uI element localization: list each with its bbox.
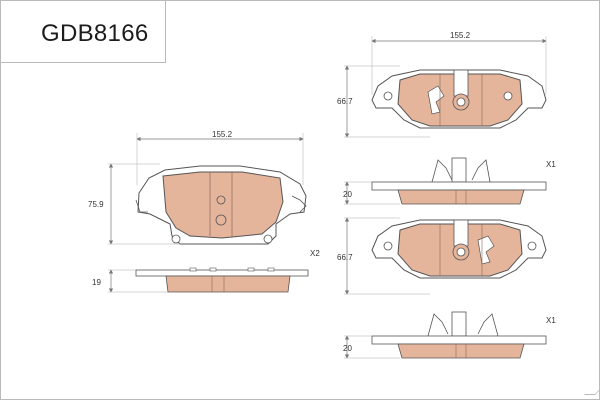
right-top-height-label: 66.7 [337,97,353,106]
left-pad-front-view [135,165,307,245]
left-pad-rivet-lower [215,214,227,226]
right-top-pad-front-view [371,69,547,129]
right-top-ear-hole-right [503,91,513,101]
right-bottom-ear-hole-left [383,241,393,251]
right-top-thickness-dimension: 20 [343,181,400,205]
right-bottom-quantity-label: X1 [546,316,556,325]
left-pad-rivet-upper [216,195,226,205]
right-top-center-slot [453,69,469,97]
title-block: GDB8166 [1,1,166,63]
left-pad-side-view [135,267,309,293]
right-bottom-side-backplate [371,335,547,345]
right-top-ear-hole-left [383,91,393,101]
right-bottom-ear-hole-right [527,241,537,251]
left-pad-ear-hole-right [263,234,273,244]
right-bottom-pad-front-view [371,219,547,279]
right-top-quantity-label: X1 [546,160,556,169]
right-top-pad-side-view [371,157,547,205]
left-width-dimension: 155.2 [136,130,304,185]
left-width-label: 155.2 [212,130,233,139]
left-side-backplate [135,269,309,277]
right-bottom-height-dimension: 66.7 [337,217,430,295]
right-top-thickness-label: 20 [343,190,352,199]
part-number-title: GDB8166 [41,20,149,47]
right-bottom-side-clip [451,311,467,337]
left-height-dimension: 75.9 [88,163,180,245]
right-top-side-backplate [371,181,547,191]
left-pad-clip-right [291,195,307,213]
right-top-side-clip [451,157,467,183]
right-bottom-center-slot [453,219,469,247]
right-top-piston-center [456,97,466,107]
right-bottom-thickness-dimension: 20 [343,335,400,359]
left-friction-pad [162,171,284,239]
right-bottom-height-label: 66.7 [337,253,353,262]
right-bottom-thickness-label: 20 [343,344,352,353]
left-quantity-label: X2 [310,249,320,258]
right-top-height-dimension: 66.7 [337,65,430,138]
right-bottom-pad-side-view [371,311,547,359]
right-bottom-piston-center [456,247,466,257]
left-height-label: 75.9 [88,200,104,209]
right-width-dimension: 155.2 [371,31,547,95]
right-width-label: 155.2 [450,31,471,40]
left-pad-ear-hole-left [171,234,181,244]
left-side-friction [165,275,291,293]
left-thickness-label: 19 [92,278,101,287]
left-thickness-dimension: 19 [92,269,168,293]
right-bottom-side-friction [397,343,525,359]
left-pad-clip-left [135,199,148,213]
right-top-side-friction [397,189,525,205]
